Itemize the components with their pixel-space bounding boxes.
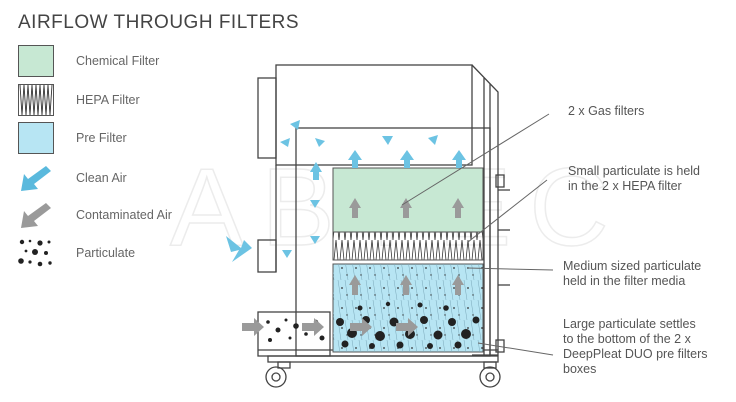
callout-line: Large particulate settles [563,317,696,331]
legend-item-chemical-filter: Chemical Filter [18,45,248,79]
legend-item-particulate: Particulate [18,237,248,271]
diagram-title: AIRFLOW THROUGH FILTERS [18,12,300,33]
callout-line: to the bottom of the 2 x [563,332,691,346]
particulate-icon [18,239,52,267]
callout-line: boxes [563,362,597,376]
legend-label: Chemical Filter [76,54,160,68]
pre-filter-swatch [18,122,54,154]
callout-line: Medium sized particulate [563,259,702,273]
clean-air-arrows [226,120,466,262]
hepa-filter-swatch [18,84,54,116]
callout-pre-filter-media: Medium sized particulate held in the fil… [563,259,701,289]
contaminated-air-arrows [242,198,464,336]
callout-line: in the 2 x HEPA filter [568,179,682,193]
legend-item-contaminated-air: Contaminated Air [18,199,248,233]
chemical-filter-swatch [18,45,54,77]
legend-label: Pre Filter [76,131,127,145]
legend-label: HEPA Filter [76,93,140,107]
legend-label: Contaminated Air [76,208,172,222]
callout-gas-filters: 2 x Gas filters [568,104,644,119]
callout-line: 2 x Gas filters [568,104,645,118]
contaminated-air-arrow-icon [21,203,51,228]
callout-hepa-filter: Small particulate is held in the 2 x HEP… [568,164,700,194]
clean-air-arrow-icon [21,166,51,191]
callout-line: held in the filter media [563,274,686,288]
callout-large-particulate: Large particulate settles to the bottom … [563,317,708,377]
legend-item-hepa-filter: HEPA Filter [18,84,248,118]
castor-wheels [265,361,501,388]
legend-label: Particulate [76,246,136,260]
callout-line: DeepPleat DUO pre filters [563,347,708,361]
callout-line: Small particulate is held [568,164,701,178]
legend-label: Clean Air [76,171,127,185]
legend-item-pre-filter: Pre Filter [18,122,248,156]
callout-leaders [401,113,554,356]
hepa-filter [332,231,484,261]
legend-item-clean-air: Clean Air [18,162,248,196]
